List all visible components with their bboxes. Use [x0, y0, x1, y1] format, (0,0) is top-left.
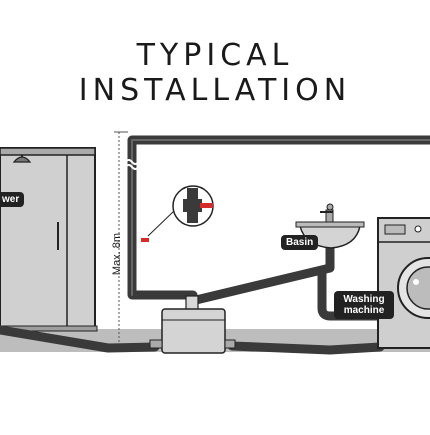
- page-title: TYPICAL INSTALLATION: [78, 38, 352, 108]
- shower-label: wer: [0, 192, 25, 207]
- washing-machine: [377, 217, 430, 349]
- pipe-valve: [141, 238, 149, 242]
- pump-unit: [149, 295, 236, 354]
- shower-head-icon: [12, 155, 32, 163]
- basin-label: Basin: [281, 235, 319, 250]
- washing-machine-label-line2: machine: [343, 305, 385, 316]
- max-height-label: Max. 8m: [111, 232, 123, 276]
- shower-cabin: [0, 147, 98, 332]
- washing-machine-label: Washing machine: [334, 291, 394, 319]
- valve-icon: [147, 185, 214, 237]
- tap-icon: [320, 203, 334, 223]
- washing-machine-label-line1: Washing: [343, 294, 385, 305]
